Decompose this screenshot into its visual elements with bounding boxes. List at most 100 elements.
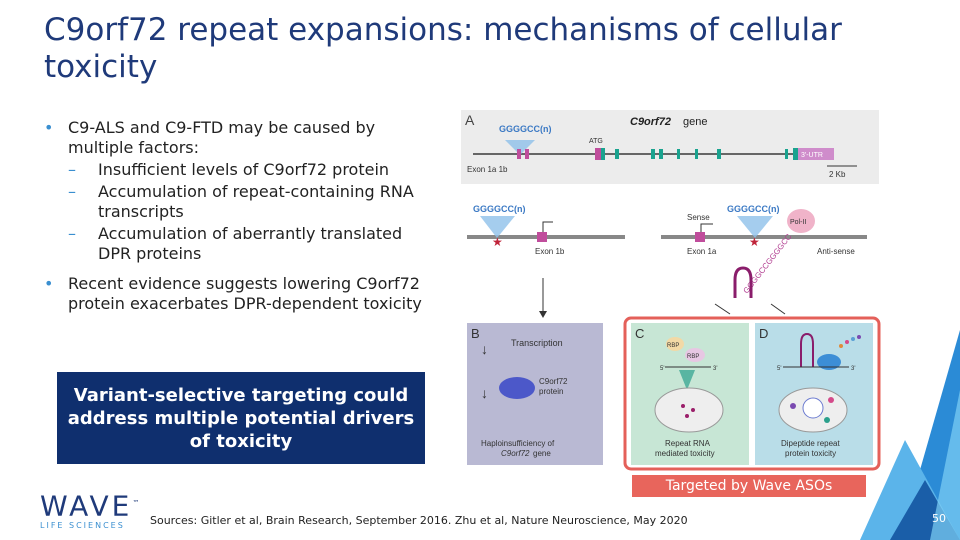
repeat-funnel-icon [505,140,535,155]
dash-icon: – [68,160,76,179]
foci-dot [685,414,689,418]
arrow-line [714,303,731,315]
down-arrow-icon [539,311,547,318]
panel-d-caption-2: protein toxicity [785,449,836,458]
exon-mark [595,148,601,160]
exon-mark [651,149,655,159]
aggregate-icon [828,397,834,403]
panel-b-caption-2: gene [533,449,551,458]
exon-mark [677,149,680,159]
bullet-text: C9-ALS and C9-FTD may be caused by multi… [68,118,376,157]
panel-d-caption-1: Dipeptide repeat [781,439,840,448]
utr-label: 3'-UTR [801,152,823,159]
sub-bullet-text: Accumulation of repeat-containing RNA tr… [98,182,414,221]
panel-c-letter: C [635,326,644,341]
hairpin-icon [800,332,814,367]
pol-ii-icon [787,209,815,233]
exon-mark [601,148,605,160]
left-repeat-label: GGGGCC(n) [473,204,526,214]
foci-dot [681,404,685,408]
panel-b-caption-italic: C9orf72 [501,449,530,458]
sub-bullet-text: Insufficient levels of C9orf72 protein [98,160,390,179]
logo-tm: ™ [132,499,143,507]
antisense-label: Anti-sense [817,247,855,256]
atg-label: ATG [589,138,603,145]
exon-1b-box [537,232,547,242]
repeat-funnel-icon [480,216,515,238]
bullet-dot-icon: • [44,274,54,293]
bullet-text: Recent evidence suggests lowering C9orf7… [68,274,422,313]
exon-mark [659,149,663,159]
transcription-label: Transcription [511,338,563,348]
star-icon: ★ [492,235,503,249]
down-arrow-icon: ↓ [481,341,488,357]
utr-box [798,148,834,160]
sub-bullet-text: Accumulation of aberrantly translated DP… [98,224,403,263]
panel-a-repeat-label: GGGGCC(n) [499,124,552,134]
bullet-dot-icon: • [44,118,54,137]
hairpin-icon [733,266,753,298]
sense-label: Sense [687,213,710,222]
foci-dot [691,408,695,412]
protein-label-2: protein [539,387,563,396]
rbp-label-2: RBP [687,354,699,360]
down-arrow-icon: ↓ [481,385,488,401]
exon-1a-box [695,232,705,242]
exon-mark [793,148,798,160]
nucleus-icon [802,397,824,419]
callout-text: Variant-selective targeting could addres… [67,384,415,452]
gene-name-italic: C9orf72 [630,116,671,128]
arrow-line [770,303,786,315]
panel-b-caption-1: Haploinsufficiency of [481,439,555,448]
five-prime-label: 5' [777,366,781,372]
page-title: C9orf72 repeat expansions: mechanisms of… [44,12,842,85]
sub-bullet-item: – Accumulation of repeat-containing RNA t… [68,182,424,222]
protein-label-1: C9orf72 [539,377,568,386]
exon-mark [695,149,698,159]
bullet-item: • C9-ALS and C9-FTD may be caused by mul… [44,118,424,264]
rbp-icon [666,337,684,351]
exon-mark [615,149,619,159]
exon-label: Exon 1a 1b [467,165,508,174]
dpr-dot [857,335,861,339]
dpr-dot [845,340,849,344]
panel-c-caption-1: Repeat RNA [665,439,711,448]
pol-ii-label: Pol-II [790,219,806,226]
bullet-list: • C9-ALS and C9-FTD may be caused by mul… [44,118,424,324]
sub-bullet-item: –Accumulation of aberrantly translated D… [68,224,424,264]
exon-mark [785,149,788,159]
exon-mark [717,149,721,159]
mechanism-figure: A GGGGCC(n) C9orf72 gene ATG 3'-UTR Exon… [461,110,881,471]
bullet-item: • Recent evidence suggests lowering C9or… [44,274,424,314]
aggregate-icon [824,417,830,423]
star-icon: ★ [749,235,760,249]
exon-mark [517,149,521,159]
ribosome-icon [817,354,841,370]
tss-arrow-icon [700,223,713,232]
tss-arrow-icon [542,221,553,232]
page-number: 50 [932,512,946,525]
logo-subtitle: LIFE SCIENCES [40,521,125,531]
decorative-triangles [860,330,960,540]
zoom-funnel-icon [679,370,695,390]
gene-name-suffix: gene [683,116,707,128]
three-prime-label: 3' [851,366,855,372]
panel-a-background [461,110,879,184]
dpr-dot [851,337,855,341]
aggregate-icon [790,403,796,409]
panel-b-background [467,323,603,465]
callout-box: Variant-selective targeting could addres… [57,372,425,464]
panel-a-letter: A [465,112,475,128]
protein-icon [499,377,535,399]
right-repeat-label: GGGGCC(n) [727,204,780,214]
three-prime-label: 3' [713,366,717,372]
exon-mark [525,149,529,159]
scale-label: 2 Kb [829,170,846,179]
targeted-label: Targeted by Wave ASOs [632,475,866,497]
cell-icon [654,387,724,433]
targeted-frame [623,316,881,471]
dash-icon: – [68,182,76,201]
rbp-label-1: RBP [667,343,679,349]
five-prime-label: 5' [660,366,664,372]
sources-footnote: Sources: Gitler et al, Brain Research, S… [150,514,688,527]
